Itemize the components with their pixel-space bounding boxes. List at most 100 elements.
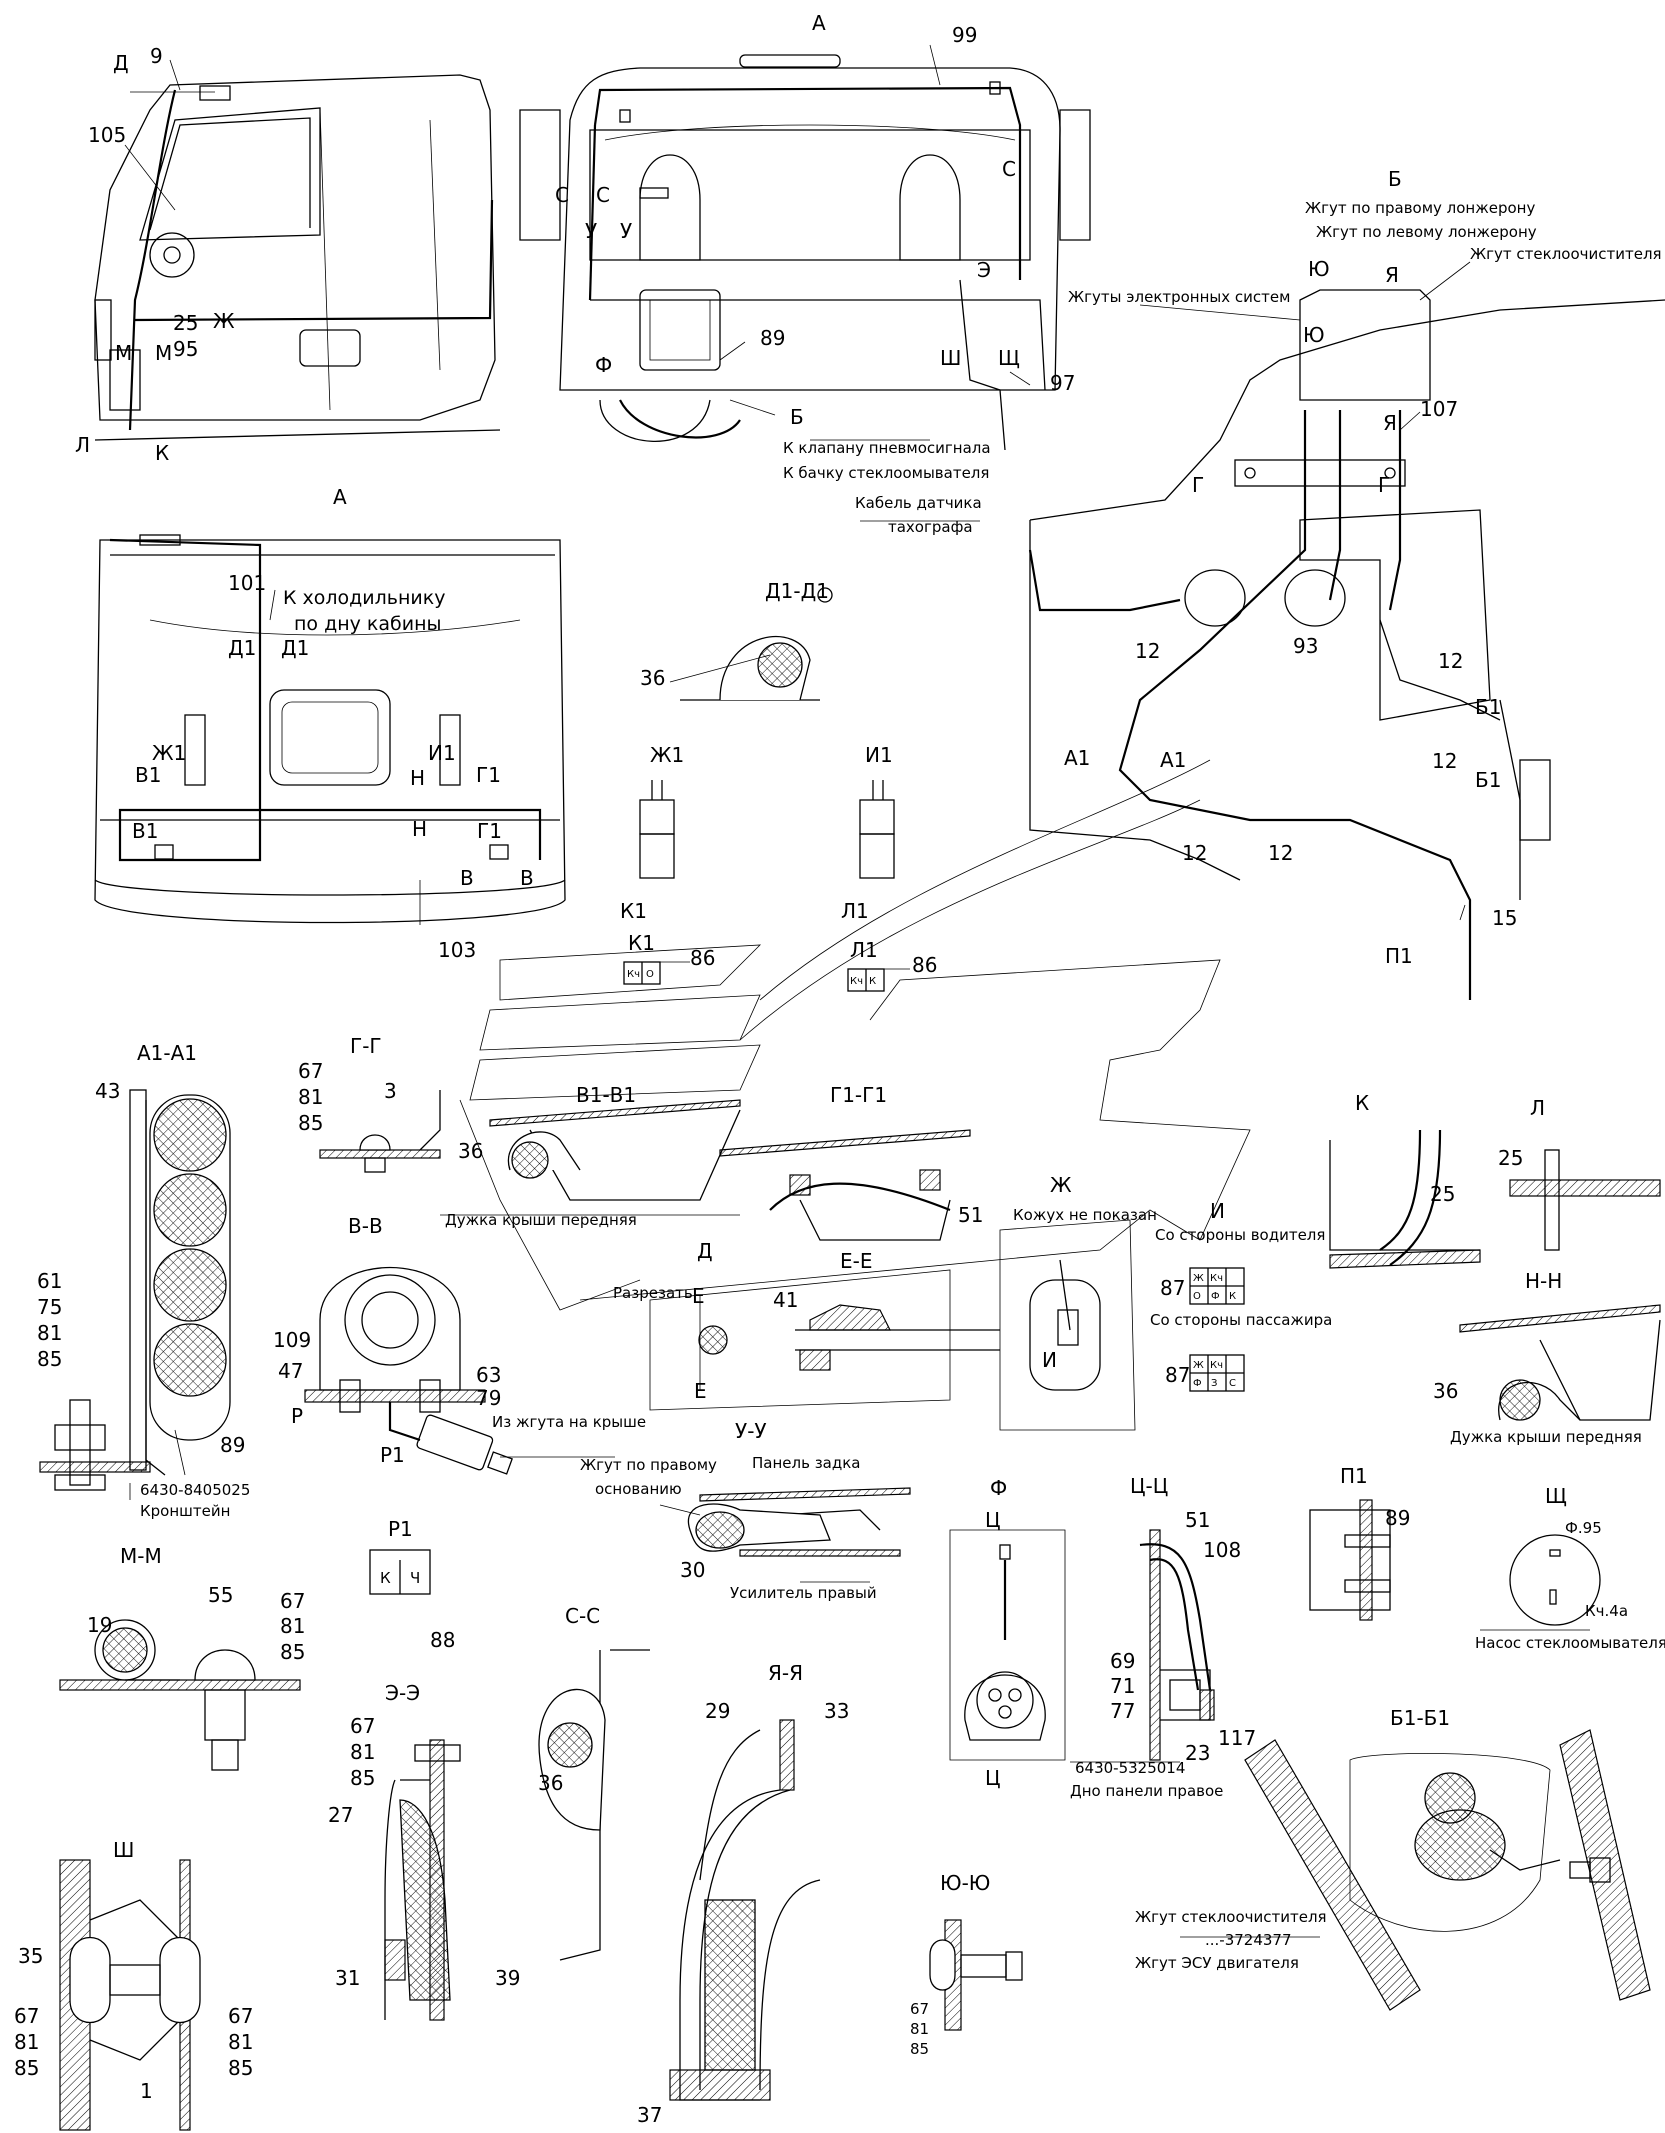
note: основанию (595, 1480, 682, 1498)
section-title: Д (697, 1239, 713, 1263)
label: В (520, 866, 534, 890)
label: 67 (280, 1589, 305, 1613)
label: Кч.4а (1585, 1602, 1628, 1620)
label: 81 (37, 1321, 62, 1345)
pin-label: К (1229, 1291, 1236, 1302)
label: 81 (910, 2020, 929, 2038)
note: 6430-8405025 (140, 1481, 250, 1499)
label: У (585, 219, 597, 243)
label: Е (692, 1284, 705, 1308)
label: Я (1385, 263, 1399, 287)
label: 36 (640, 666, 665, 690)
label: Р (291, 1404, 303, 1428)
label: 12 (1268, 841, 1293, 865)
label: 85 (280, 1640, 305, 1664)
section-ee2 (384, 1739, 461, 2021)
section-title: В-В (348, 1214, 383, 1238)
label: 85 (37, 1347, 62, 1371)
cab-rear-view (94, 534, 566, 924)
label: С (596, 183, 610, 207)
section-mm (59, 1619, 301, 1771)
note: Жгут по правому лонжерону (1305, 199, 1535, 217)
label: 35 (18, 1944, 43, 1968)
label: И (1042, 1348, 1057, 1372)
label: 108 (1203, 1538, 1241, 1562)
label: Б1 (1475, 768, 1501, 792)
section-title: К (1355, 1091, 1369, 1115)
label: 99 (952, 23, 977, 47)
label: 12 (1432, 749, 1457, 773)
label: 75 (37, 1295, 62, 1319)
view-title: А (333, 485, 347, 509)
view-l (1509, 1149, 1661, 1251)
section-title: Ж1 (650, 743, 684, 767)
label: 67 (228, 2004, 253, 2028)
section-v1v1 (489, 1099, 741, 1201)
label: 3 (384, 1079, 397, 1103)
section-title: М-М (120, 1544, 162, 1568)
pin-label: Кч (850, 976, 863, 987)
label: Г1 (477, 819, 502, 843)
section-d1d1 (680, 587, 833, 701)
section-title: Ц-Ц (1130, 1474, 1168, 1498)
label: 85 (910, 2040, 929, 2058)
section-title: Л (1530, 1096, 1545, 1120)
note: Жгут стеклоочистителя (1470, 245, 1662, 263)
section-b1b1 (1244, 1729, 1651, 2011)
label: Ц (985, 1508, 1001, 1532)
label: Л1 (841, 899, 869, 923)
label: 85 (14, 2056, 39, 2080)
label: 85 (350, 1766, 375, 1790)
note: Со стороны пассажира (1150, 1311, 1332, 1329)
label: 105 (88, 123, 126, 147)
label: 89 (220, 1433, 245, 1457)
section-title: У-У (735, 1419, 767, 1443)
label: 63 (476, 1363, 501, 1387)
note: Насос стеклоомывателя (1475, 1634, 1665, 1652)
label: 81 (298, 1085, 323, 1109)
label: Ф (595, 353, 612, 377)
pinbox-i-passenger (1189, 1354, 1245, 1392)
view-sh (59, 1859, 201, 2131)
label: 61 (37, 1269, 62, 1293)
note: Дно панели правое (1070, 1782, 1223, 1800)
pin-label: К (380, 1569, 391, 1587)
label: Б (790, 405, 804, 429)
label: 1 (140, 2079, 153, 2103)
label: В1 (132, 819, 158, 843)
label: Ю (1303, 323, 1325, 347)
pinbox-i-driver (1189, 1267, 1245, 1305)
label: С (1002, 157, 1016, 181)
pin-label: Ф (1211, 1291, 1220, 1302)
label: 25 (1498, 1146, 1523, 1170)
view-title: А (812, 11, 826, 35)
pin-label: Ч (410, 1569, 420, 1587)
section-title: Д1-Д1 (765, 579, 829, 603)
label: 87 (1165, 1363, 1190, 1387)
note: Жгут стеклоочистителя (1135, 1908, 1327, 1926)
section-title: Г1-Г1 (830, 1083, 887, 1107)
label: 67 (14, 2004, 39, 2028)
labels: Д 9 105 Ж 25 95 М М Л К А 99 С С С У У Э… (14, 11, 1665, 2127)
label: 109 (273, 1328, 311, 1352)
label: 85 (298, 1111, 323, 1135)
note: Дужка крыши передняя (445, 1211, 637, 1229)
note: Жгут ЭСУ двигателя (1135, 1954, 1299, 1972)
label: 29 (705, 1699, 730, 1723)
frame-view-b (1028, 289, 1665, 1000)
label: 47 (278, 1359, 303, 1383)
label: 89 (760, 326, 785, 350)
section-title: П1 (1340, 1464, 1368, 1488)
section-vv (304, 1267, 513, 1475)
note: ...-3724377 (1205, 1931, 1292, 1949)
note: 6430-5325014 (1075, 1759, 1185, 1777)
section-title: А1-А1 (137, 1041, 197, 1065)
label: 101 (228, 571, 266, 595)
note: К холодильнику (283, 587, 445, 609)
section-title: С-С (565, 1604, 600, 1628)
pinbox-p1 (369, 1549, 431, 1595)
note: Со стороны водителя (1155, 1226, 1325, 1244)
section-title: И (1210, 1199, 1225, 1223)
note: по дну кабины (294, 613, 442, 635)
